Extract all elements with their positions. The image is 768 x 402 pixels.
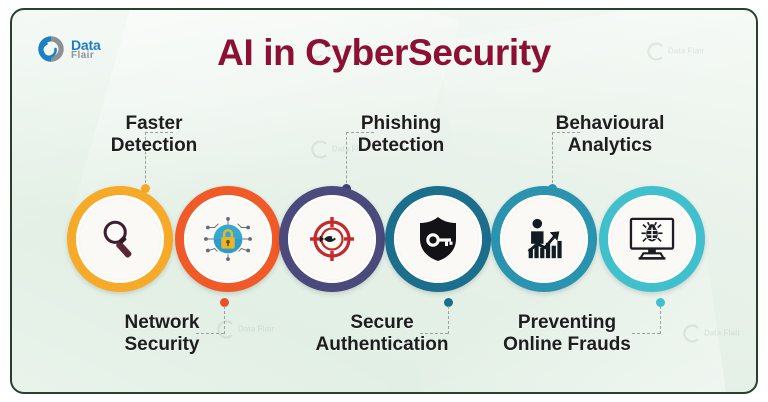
dataflair-logo-icon [38, 36, 64, 62]
label-line-2: Online Frauds [503, 334, 631, 356]
label-line-2: Detection [110, 135, 198, 157]
connector-dot [220, 298, 229, 307]
circle-preventing-online-frauds[interactable] [599, 186, 705, 292]
circle-network-security[interactable] [175, 186, 281, 292]
circle-secure-authentication[interactable] [385, 186, 491, 292]
label-preventing-online-frauds: Preventing Online Frauds [503, 312, 631, 357]
page-title: AI in CyberSecurity [217, 32, 551, 73]
padlock-circuit-icon [204, 216, 252, 262]
dataflair-watermark: Data Flair [683, 324, 741, 343]
label-faster-detection: Faster Detection [111, 113, 198, 158]
watermark-secondary-text: Flair [257, 324, 275, 334]
logo-text-secondary: Flair [71, 49, 95, 61]
shield-key-icon [420, 217, 456, 261]
magnifying-glass-icon [103, 220, 132, 258]
watermark-primary-text: Data [703, 328, 722, 338]
connector-stem [552, 132, 553, 188]
circle-icon-disc [612, 199, 692, 279]
circle-icon-disc [398, 199, 478, 279]
circle-behavioural-analytics[interactable] [491, 186, 597, 292]
watermark-primary-text: Data [331, 144, 350, 154]
label-secure-authentication: Secure Authentication [316, 312, 449, 357]
poster-frame: Data Flair Data Flair Data Flair Data Fl… [10, 8, 758, 394]
dataflair-watermark-icon [311, 140, 330, 159]
circle-phishing-detection[interactable] [279, 186, 385, 292]
icon-circle-row [12, 186, 756, 292]
connector-stem [660, 306, 661, 334]
label-line-1: Behavioural [555, 113, 665, 134]
connector-stem [346, 132, 347, 188]
crosshair-fish-icon [310, 217, 354, 261]
connector-arm [196, 333, 224, 334]
label-line-2: Authentication [315, 334, 449, 356]
connector-dot [444, 298, 453, 307]
circle-icon-disc [188, 199, 268, 279]
watermark-primary-text: Data [237, 324, 256, 334]
label-line-1: Network [124, 312, 200, 333]
label-network-security: Network Security [125, 312, 200, 357]
connector-arm [632, 333, 660, 334]
circle-faster-detection[interactable] [67, 186, 173, 292]
label-line-1: Preventing [517, 312, 617, 333]
circle-icon-disc [292, 199, 372, 279]
connector-dot [656, 298, 665, 307]
monitor-bug-icon [629, 217, 675, 260]
circle-icon-disc [504, 199, 584, 279]
person-growth-chart-icon [527, 218, 562, 259]
label-line-2: Analytics [567, 135, 653, 157]
dataflair-watermark-icon [683, 324, 702, 343]
label-line-1: Secure [350, 312, 414, 333]
label-line-2: Security [124, 334, 200, 356]
logo-text-primary: Data [71, 36, 101, 53]
label-line-1: Faster [125, 113, 183, 134]
circle-icon-disc [80, 199, 160, 279]
label-line-2: Detection [357, 135, 445, 157]
dataflair-logo: Data Flair [36, 34, 101, 64]
connector-stem [224, 306, 225, 334]
watermark-secondary-text: Flair [723, 328, 741, 338]
dataflair-watermark: Data Flair [217, 320, 275, 339]
dataflair-watermark-icon [217, 320, 236, 339]
label-phishing-detection: Phishing Detection [358, 113, 445, 158]
label-behavioural-analytics: Behavioural Analytics [556, 113, 665, 158]
label-line-1: Phishing [360, 113, 442, 134]
